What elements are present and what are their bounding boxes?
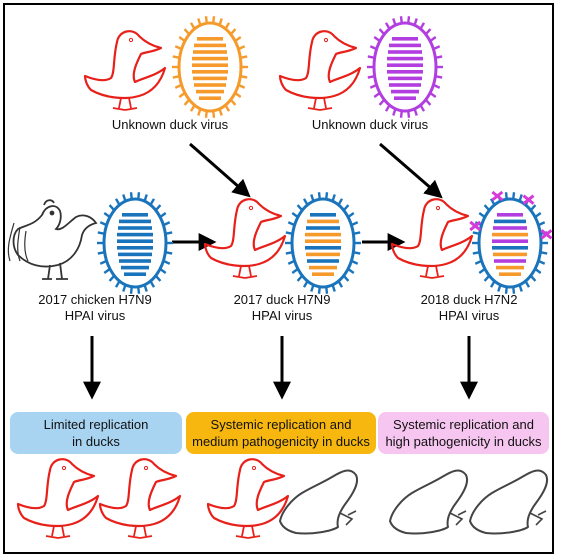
virus-segment	[193, 76, 227, 81]
virus-segment	[307, 219, 339, 224]
virus-marker	[491, 190, 504, 202]
virus-segment	[305, 246, 341, 250]
virus-segment	[124, 272, 146, 276]
virus-segment	[305, 232, 341, 237]
virus-segment	[387, 56, 423, 61]
outcome-line1: Systemic replication and	[393, 417, 534, 432]
virus-segment	[118, 252, 152, 257]
duck-icon-dead-3	[469, 469, 549, 535]
virus-segment	[388, 76, 422, 81]
virus-segment	[117, 239, 153, 243]
virus-segment	[493, 226, 527, 230]
label-duck2018-line2: HPAI virus	[438, 308, 500, 323]
label-duck2018-virus: 2018 duck H7N2 HPAI virus	[394, 292, 544, 324]
virus-segment	[121, 265, 149, 270]
outcome-line1: Limited replication	[43, 417, 149, 432]
virus-segment	[306, 252, 340, 257]
virus-segment	[118, 226, 152, 230]
virus-marker	[522, 194, 535, 205]
chicken-icon	[7, 199, 98, 280]
outcome-box-medium: Systemic replication and medium pathogen…	[186, 412, 376, 454]
virus-icon-blue-chicken	[97, 192, 173, 294]
duck-icon-top-right	[278, 30, 362, 112]
duck-icon-dead-1	[279, 469, 359, 535]
virus-segment	[389, 43, 421, 48]
outcome-box-limited: Limited replication in ducks	[10, 412, 182, 454]
virus-segment	[492, 246, 528, 250]
label-duck2017-line1: 2017 duck H7N9	[233, 292, 331, 307]
label-unknown-right: Unknown duck virus	[311, 117, 429, 132]
virus-segment	[117, 232, 153, 237]
virus-segment	[192, 63, 228, 67]
label-unknown-left: Unknown duck virus	[111, 117, 229, 132]
virus-segment	[119, 259, 151, 263]
duck-icon-dead-2	[389, 469, 469, 535]
virus-segment	[492, 232, 528, 237]
duck-icon-alive-2	[98, 458, 182, 540]
outcome-line2: medium pathogenicity in ducks	[192, 434, 370, 449]
virus-segment	[197, 37, 223, 41]
virus-segment	[305, 239, 341, 243]
virus-segment	[309, 265, 337, 270]
figure-frame	[3, 3, 554, 554]
virus-segment	[499, 272, 521, 276]
virus-segment	[119, 219, 151, 224]
virus-segment	[492, 239, 528, 243]
label-chicken-line1: 2017 chicken H7N9	[38, 292, 152, 307]
virus-segment	[389, 83, 421, 87]
arrow-unknown-right-to-duck2018	[379, 142, 443, 199]
outcome-line2: high pathogenicity in ducks	[385, 434, 542, 449]
label-duck2017-virus: 2017 duck H7N9 HPAI virus	[207, 292, 357, 324]
virus-segment	[310, 213, 336, 217]
duck-icon-2017	[203, 198, 287, 280]
virus-segment	[394, 96, 416, 100]
virus-segment	[117, 246, 153, 250]
arrow-unknown-left-to-duck2017	[189, 142, 251, 198]
virus-segment	[496, 265, 524, 270]
virus-segment	[306, 226, 340, 230]
virus-marker	[469, 220, 482, 232]
virus-segment	[192, 70, 228, 74]
virus-segment	[192, 56, 228, 61]
virus-marker	[540, 229, 553, 240]
virus-icon-orange	[172, 16, 248, 118]
label-duck2018-line1: 2018 duck H7N2	[420, 292, 518, 307]
virus-segment	[193, 50, 227, 54]
virus-icon-purple	[367, 16, 443, 118]
label-duck2017-line2: HPAI virus	[251, 308, 313, 323]
arrows	[83, 142, 478, 400]
duck-icon-top-left	[83, 30, 167, 112]
virus-segment	[387, 70, 423, 74]
virus-icon-reassortant-2018	[469, 190, 553, 294]
virus-segment	[494, 259, 526, 263]
virus-segment	[312, 272, 334, 276]
duck-icon-2018	[390, 198, 474, 280]
virus-segment	[497, 213, 523, 217]
virus-segment	[307, 259, 339, 263]
virus-segment	[194, 43, 226, 48]
virus-segment	[494, 219, 526, 224]
duck-icon-alive-3	[206, 458, 290, 540]
duck-icon-alive-1	[16, 458, 100, 540]
virus-segment	[392, 37, 418, 41]
virus-segment	[196, 89, 224, 94]
virus-segment	[493, 252, 527, 257]
virus-segment	[387, 63, 423, 67]
label-chicken-line2: HPAI virus	[64, 308, 126, 323]
label-chicken-virus: 2017 chicken H7N9 HPAI virus	[15, 292, 175, 324]
virus-segment	[391, 89, 419, 94]
outcome-line1: Systemic replication and	[210, 417, 352, 432]
virus-segment	[199, 96, 221, 100]
outcome-box-high: Systemic replication and high pathogenic…	[378, 412, 549, 454]
virus-segment	[122, 213, 148, 217]
outcome-line2: in ducks	[72, 434, 120, 449]
virus-icon-reassortant-2017	[285, 192, 361, 294]
virus-segment	[194, 83, 226, 87]
virus-segment	[388, 50, 422, 54]
